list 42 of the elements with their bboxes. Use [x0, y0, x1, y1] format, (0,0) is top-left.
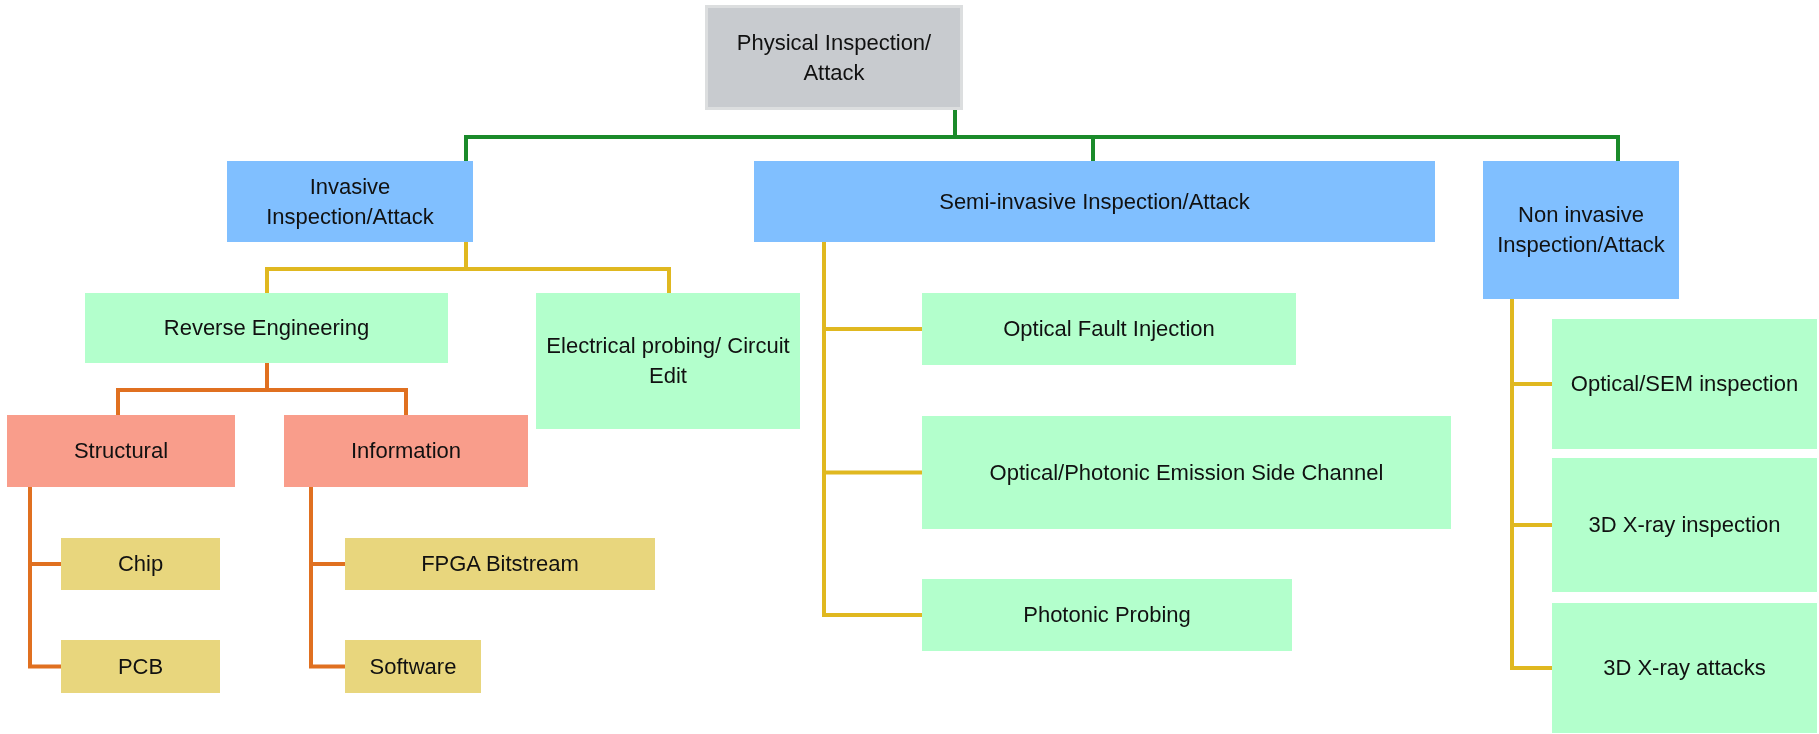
connector-line: [309, 487, 345, 669]
category-box: [1483, 161, 1679, 299]
box-label: Chip: [117, 550, 164, 579]
box-label: Non invasive Inspection/Attack: [1496, 201, 1666, 259]
category-box: [61, 640, 220, 693]
box-label: Software: [369, 652, 457, 681]
category-box: [1552, 319, 1817, 449]
category-box: [536, 293, 800, 429]
category-box: [61, 538, 220, 590]
category-box: [227, 161, 473, 242]
root-box: [705, 5, 963, 110]
box-label: Electrical probing/ Circuit Edit: [546, 332, 790, 390]
box-label: Optical Fault Injection: [1003, 315, 1215, 344]
category-box: [922, 293, 1296, 365]
connector-line: [28, 487, 61, 669]
category-box: [284, 415, 528, 487]
category-box: [754, 161, 1435, 242]
box-label: Information: [350, 437, 462, 466]
category-box: [1552, 603, 1817, 733]
box-label: Physical Inspection/ Attack: [735, 28, 933, 87]
box-label: Structural: [73, 437, 169, 466]
connector-line: [822, 242, 922, 617]
category-box: [1552, 458, 1817, 592]
category-box: [85, 293, 448, 363]
category-box: [922, 416, 1451, 529]
box-label: 3D X-ray attacks: [1603, 654, 1766, 683]
box-label: PCB: [117, 652, 164, 681]
box-label: Semi-invasive Inspection/Attack: [939, 187, 1250, 216]
connector-line: [265, 363, 408, 415]
connector-line: [464, 242, 671, 293]
box-label: Invasive Inspection/Attack: [265, 172, 435, 231]
box-label: Optical/Photonic Emission Side Channel: [989, 458, 1384, 487]
box-label: Optical/SEM inspection: [1570, 370, 1799, 399]
box-label: 3D X-ray inspection: [1588, 511, 1781, 540]
box-label: Reverse Engineering: [163, 314, 370, 343]
connector-line: [1510, 299, 1552, 670]
category-box: [922, 579, 1292, 651]
category-box: [345, 538, 655, 590]
category-box: [345, 640, 481, 693]
box-label: FPGA Bitstream: [421, 550, 579, 579]
category-box: [7, 415, 235, 487]
box-label: Photonic Probing: [1023, 601, 1191, 630]
